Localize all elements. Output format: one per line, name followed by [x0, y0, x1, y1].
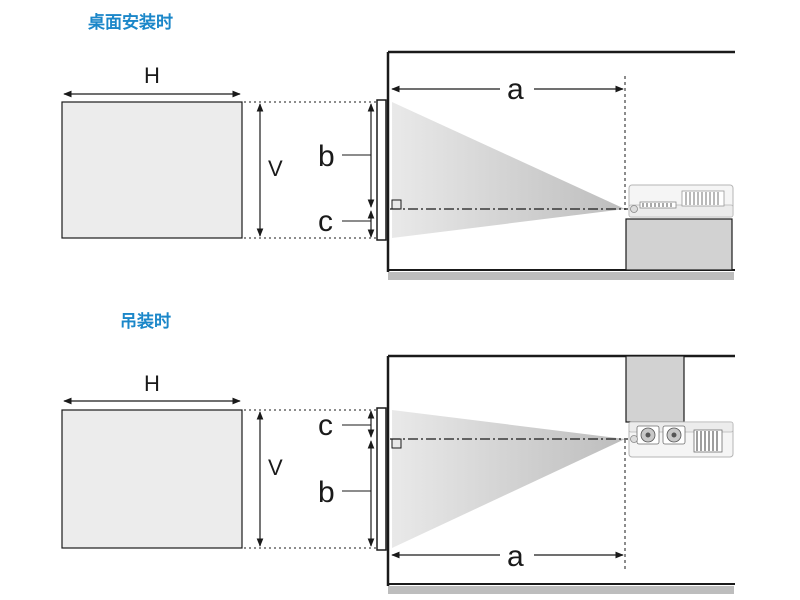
- projection-beam: [392, 410, 625, 548]
- v-label: V: [268, 156, 283, 181]
- projector-icon: [628, 184, 734, 218]
- section-ceiling-install: 吊装时 H V a c b: [61, 311, 735, 594]
- floor-bar: [388, 586, 734, 594]
- screen-side-view: [376, 407, 387, 551]
- c-label: c: [318, 205, 333, 238]
- c-label: c: [318, 409, 333, 442]
- projection-beam: [392, 102, 625, 238]
- section-desktop-install: 桌面安装时 H V a b c: [61, 12, 735, 280]
- screen-front-view: [61, 101, 243, 239]
- h-label: H: [144, 371, 160, 396]
- section-title: 吊装时: [120, 311, 171, 332]
- a-label: a: [507, 540, 524, 573]
- screen-front-view: [61, 409, 243, 549]
- right-angle-mark: [391, 438, 402, 449]
- v-label: V: [268, 455, 283, 480]
- h-label: H: [144, 63, 160, 88]
- section-title: 桌面安装时: [88, 12, 173, 33]
- stand-box-icon: [625, 218, 733, 271]
- floor-bar: [388, 272, 734, 280]
- b-label: b: [318, 476, 335, 509]
- ceiling-mount-icon: [625, 355, 685, 423]
- b-label: b: [318, 140, 335, 173]
- a-label: a: [507, 73, 524, 106]
- screen-side-view: [376, 99, 387, 241]
- right-angle-mark: [391, 199, 402, 210]
- projector-icon: [628, 421, 734, 458]
